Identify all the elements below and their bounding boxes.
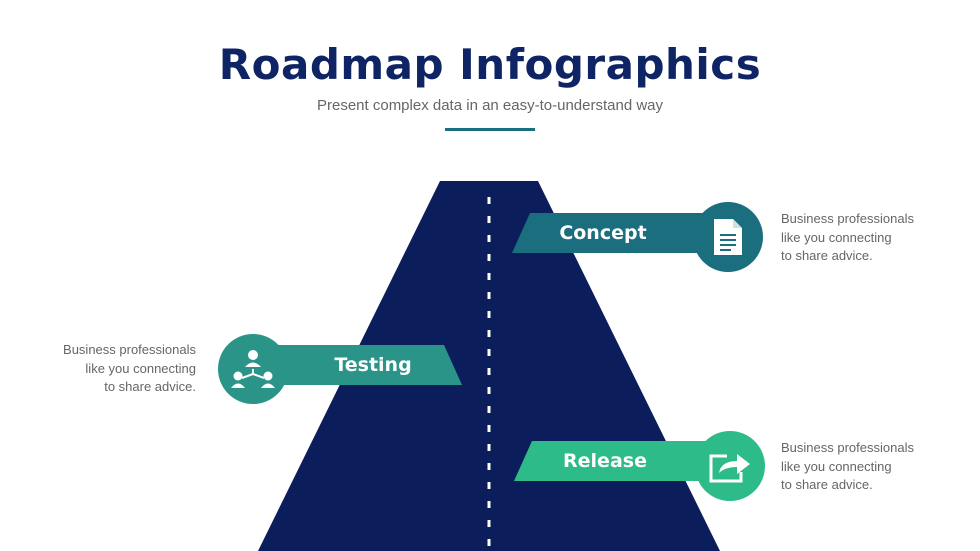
- page-title: Roadmap Infographics: [218, 40, 762, 89]
- concept-description: Business professionals like you connecti…: [781, 211, 914, 263]
- release-icon-circle: [695, 431, 765, 501]
- concept-icon-circle: [693, 202, 763, 272]
- release-banner: Release: [514, 441, 724, 481]
- document-icon: [714, 219, 742, 255]
- testing-banner: Testing: [262, 345, 462, 385]
- team-hierarchy-icon: [231, 350, 275, 388]
- testing-label: Testing: [334, 354, 412, 376]
- testing-description: Business professionals like you connecti…: [63, 342, 196, 394]
- release-label: Release: [563, 450, 647, 472]
- testing-icon-circle: [218, 334, 288, 404]
- concept-label: Concept: [559, 222, 647, 244]
- page-subtitle: Present complex data in an easy-to-under…: [316, 97, 664, 114]
- title-divider: [445, 128, 535, 131]
- release-description: Business professionals like you connecti…: [781, 440, 914, 492]
- concept-banner: Concept: [512, 213, 722, 253]
- share-arrow-icon: [709, 454, 750, 483]
